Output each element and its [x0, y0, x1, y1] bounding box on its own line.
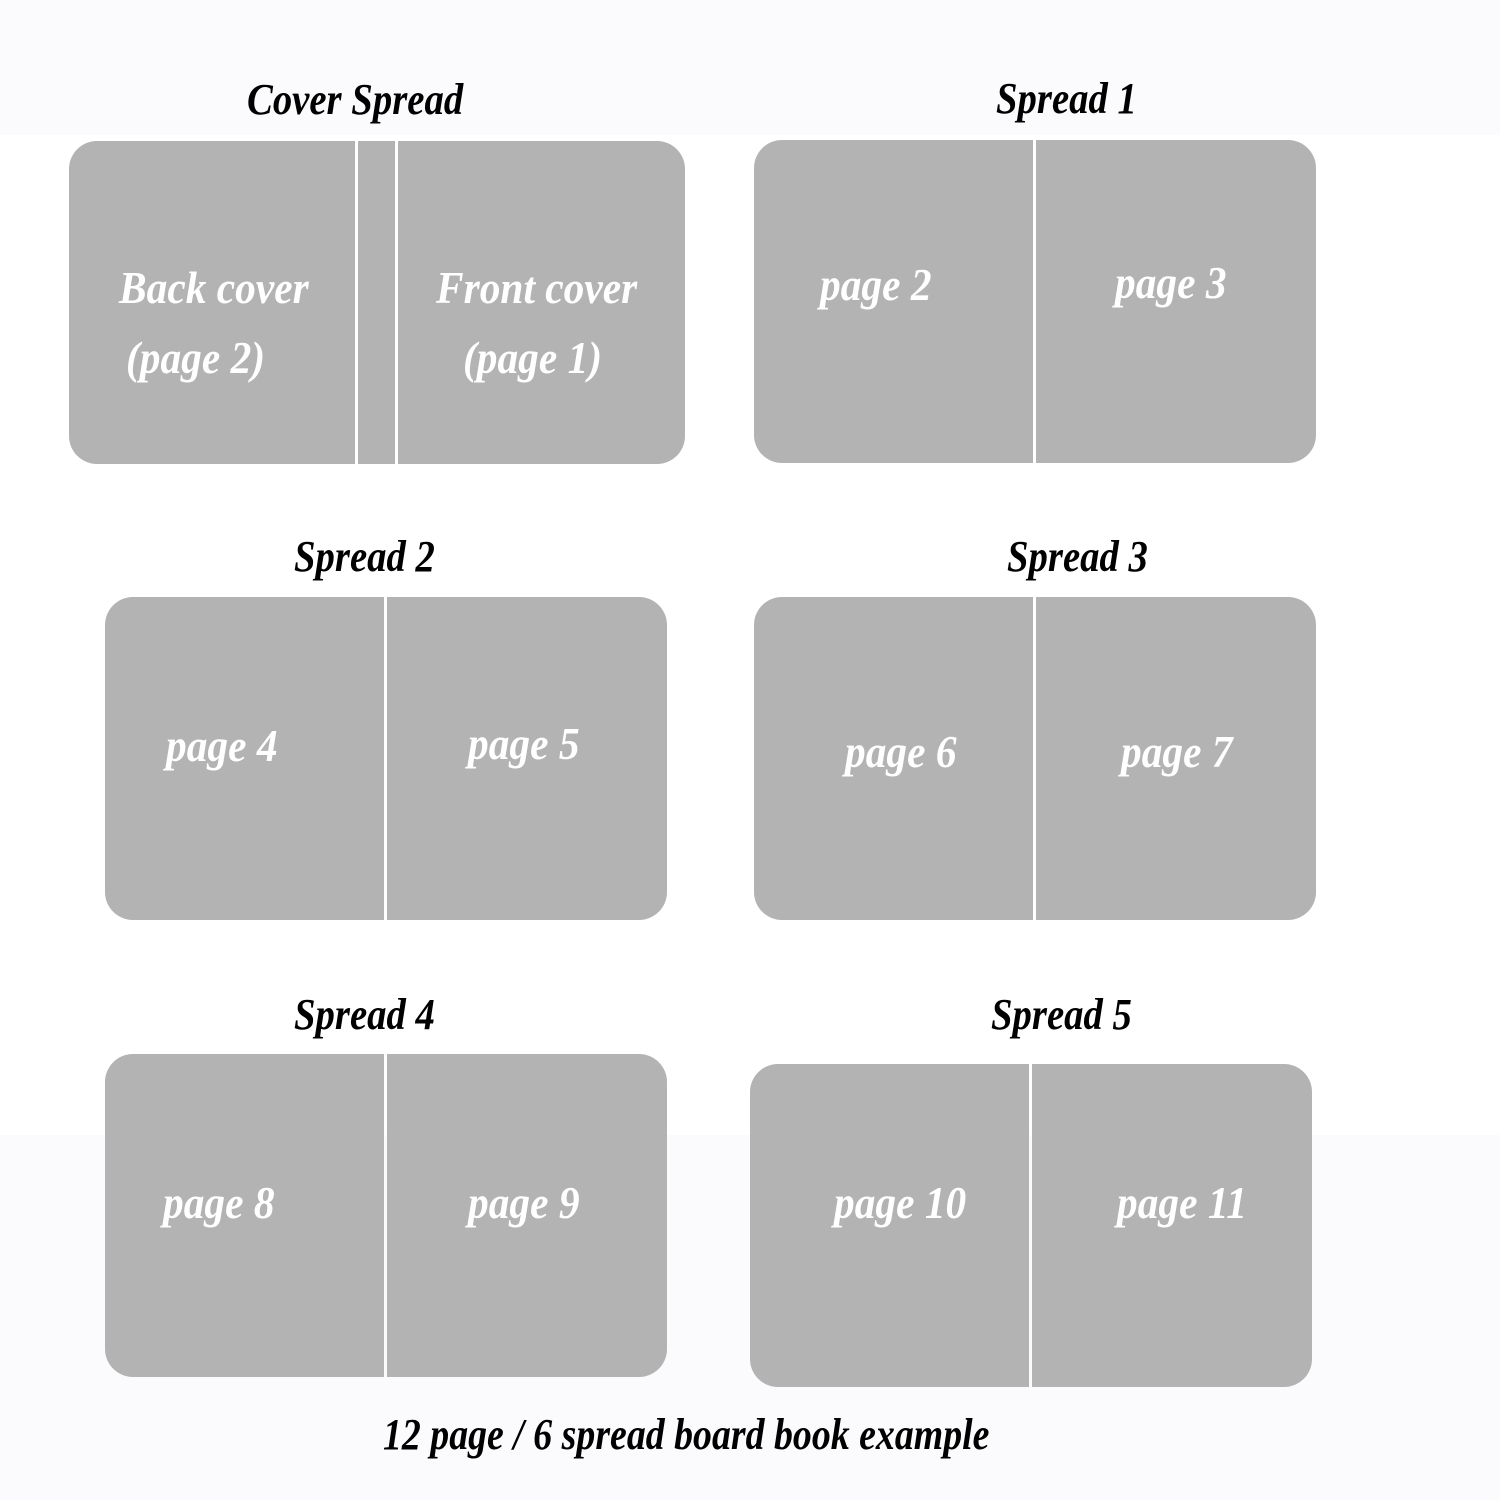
- page-label: page 2: [820, 259, 932, 310]
- page-label: page 8: [163, 1177, 275, 1228]
- page-2: page 2: [754, 140, 1033, 463]
- page-label: page 5: [468, 718, 580, 769]
- background-band-top: [0, 0, 1500, 135]
- page-label: page 3: [1115, 257, 1227, 308]
- book-spine: [358, 141, 395, 464]
- back-cover-label: Back cover: [119, 262, 309, 313]
- page-5: page 5: [387, 597, 667, 920]
- back-cover-page-number: (page 2): [126, 332, 266, 383]
- spread-3: page 6 page 7: [754, 597, 1316, 920]
- page-7: page 7: [1036, 597, 1316, 920]
- page-11: page 11: [1032, 1064, 1312, 1387]
- page-label: page 11: [1117, 1177, 1247, 1228]
- front-cover-label: Front cover: [436, 262, 638, 313]
- front-cover-page: Front cover (page 1): [398, 141, 685, 464]
- page-4: page 4: [105, 597, 384, 920]
- page-3: page 3: [1036, 140, 1316, 463]
- spread-title-4: Spread 4: [294, 990, 435, 1039]
- spread-title-3: Spread 3: [1007, 532, 1148, 581]
- spread-4: page 8 page 9: [105, 1054, 667, 1377]
- page-label: page 6: [845, 726, 957, 777]
- page-9: page 9: [387, 1054, 667, 1377]
- diagram-caption: 12 page / 6 spread board book example: [383, 1410, 990, 1459]
- spread-1: page 2 page 3: [754, 140, 1316, 463]
- spread-5: page 10 page 11: [750, 1064, 1312, 1387]
- front-cover-page-number: (page 1): [463, 332, 603, 383]
- page-label: page 7: [1121, 726, 1233, 777]
- spread-title-5: Spread 5: [991, 990, 1132, 1039]
- spread-title-cover: Cover Spread: [247, 75, 464, 124]
- spread-title-2: Spread 2: [294, 532, 435, 581]
- page-6: page 6: [754, 597, 1033, 920]
- page-8: page 8: [105, 1054, 384, 1377]
- back-cover-page: Back cover (page 2): [69, 141, 355, 464]
- cover-spread: Back cover (page 2) Front cover (page 1): [69, 141, 685, 464]
- page-label: page 9: [468, 1177, 580, 1228]
- page-10: page 10: [750, 1064, 1029, 1387]
- page-label: page 10: [834, 1177, 967, 1228]
- page-label: page 4: [166, 720, 278, 771]
- spread-title-1: Spread 1: [996, 74, 1137, 123]
- spread-2: page 4 page 5: [105, 597, 667, 920]
